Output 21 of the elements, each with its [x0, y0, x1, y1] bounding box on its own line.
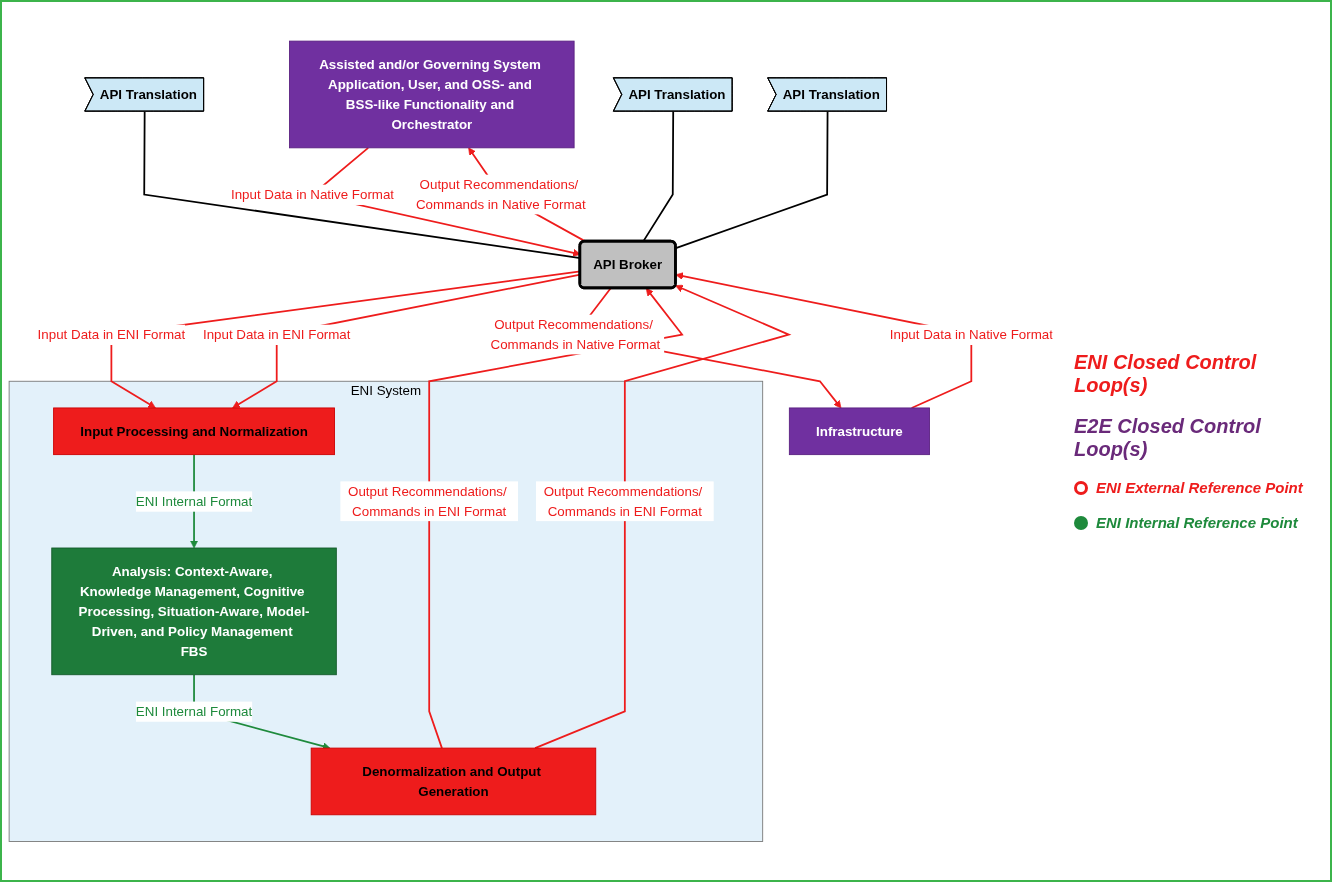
legend-text: ENI Internal Reference Point [1096, 514, 1298, 531]
edge-label: Output Recommendations/ Commands in ENI Format [348, 482, 507, 518]
edge-label: Output Recommendations/ Commands in ENI Format [543, 482, 703, 518]
edge-label: Output Recommendations/ Commands in Native Format [415, 175, 586, 212]
edge-label: Input Data in ENI Format [202, 326, 351, 342]
edge-label: Input Data in Native Format [230, 185, 395, 202]
node-box: Analysis: Context-Aware, Knowledge Management, Cognitive Processing, Situation-Aware, Model-Driven, and Policy Management FBS [51, 547, 337, 675]
edge-label: Output Recommendations/ Commands in Native Format [490, 316, 661, 352]
arrow [534, 284, 792, 749]
node-box: Input Processing and Normalization [53, 407, 335, 455]
legend-text: ENI External Reference Point [1096, 479, 1303, 496]
edge-label: ENI Internal Format [135, 702, 253, 718]
connector [675, 110, 829, 249]
edge-label: Input Data in ENI Format [37, 326, 186, 342]
node-box: Denormalization and Output Generation [310, 747, 597, 815]
edge-label: Input Data in Native Format [889, 326, 1053, 342]
loop-label: ENI Closed Control Loop(s) [1074, 351, 1258, 397]
edge-label: ENI Internal Format [135, 492, 253, 508]
loop-label: E2E Closed Control Loop(s) [1074, 415, 1262, 461]
node-box: Infrastructure [788, 407, 930, 455]
node-box: Assisted and/or Governing System Application, User, and OSS- and BSS-like Functionality and Orchestrator [289, 40, 575, 148]
